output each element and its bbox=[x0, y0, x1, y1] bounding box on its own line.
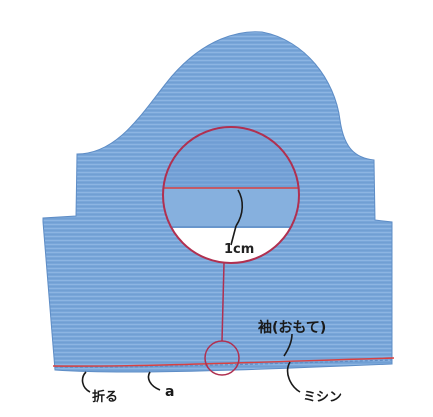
point-a-label: a bbox=[165, 384, 175, 400]
sewing-callout-hook bbox=[286, 361, 301, 393]
fold-callout-hook bbox=[81, 371, 91, 393]
sleeve-front-label: 袖(おもて) bbox=[258, 320, 327, 336]
fold-label: 折る bbox=[92, 390, 119, 405]
magnifier-circle bbox=[162, 126, 300, 264]
a-callout-hook bbox=[147, 371, 161, 391]
sewing-label: ミシン bbox=[303, 390, 343, 405]
sleeve-label-hook bbox=[283, 333, 293, 357]
measurement-label: 1cm bbox=[224, 242, 255, 257]
leader-line bbox=[221, 262, 225, 342]
